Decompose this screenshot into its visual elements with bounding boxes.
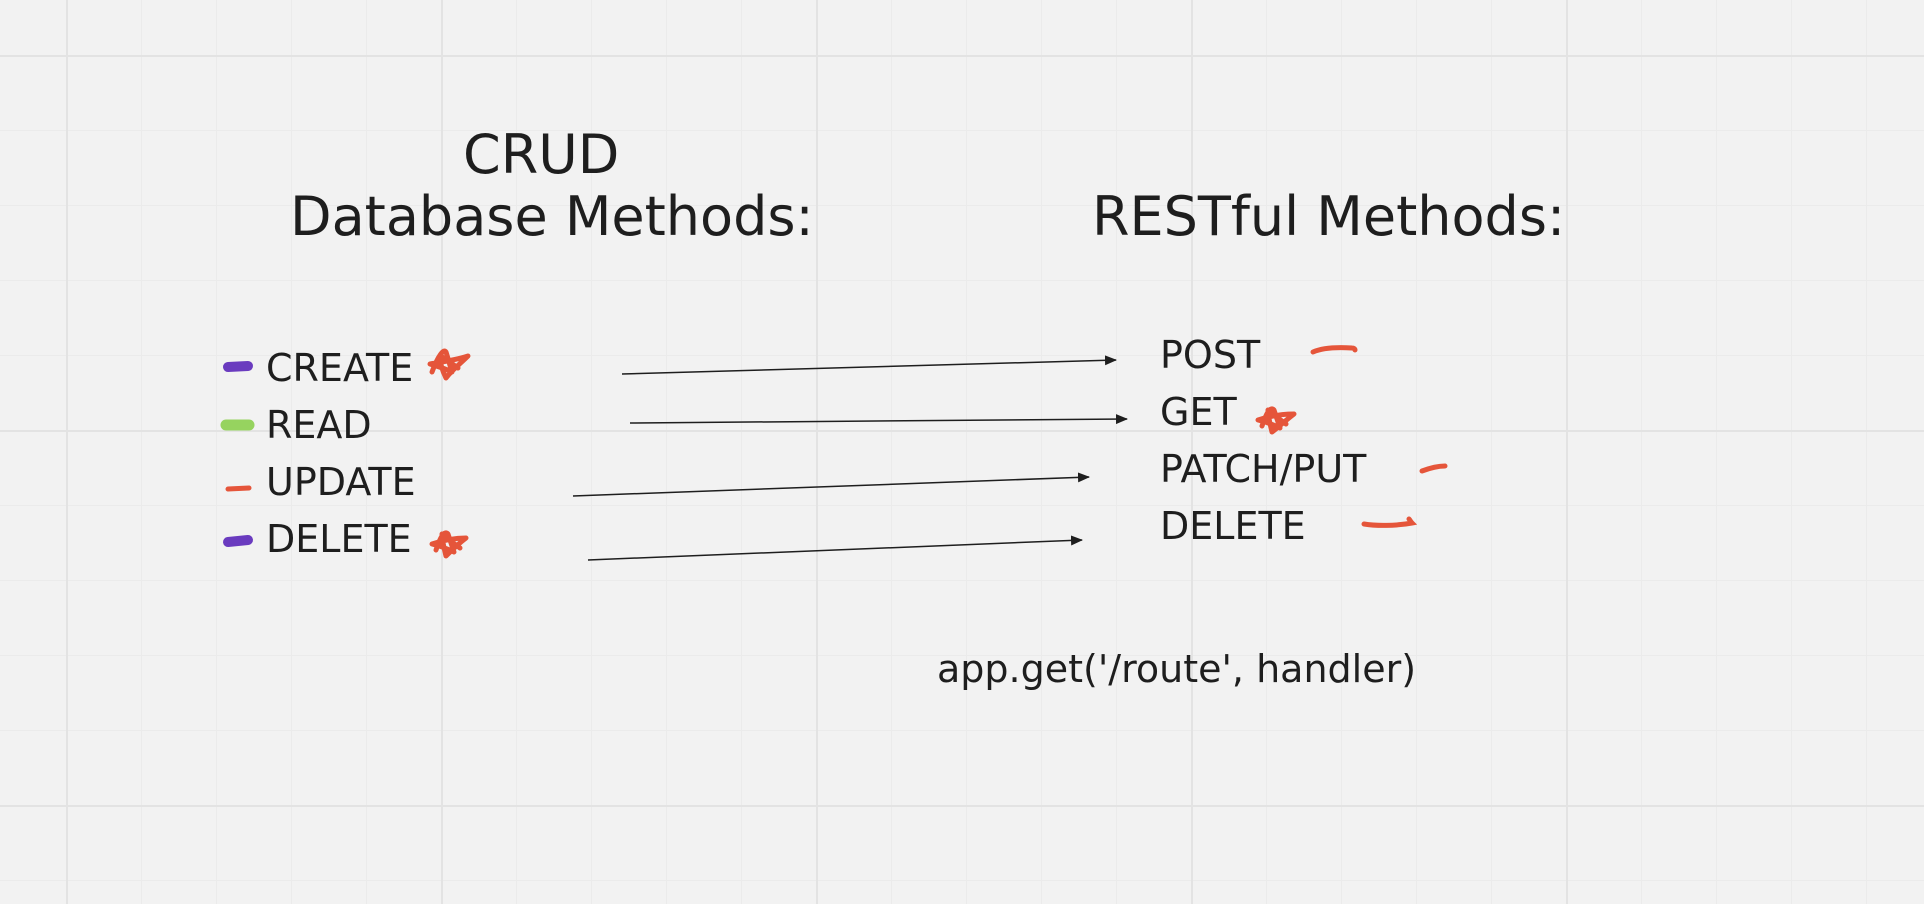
code-example: app.get('/route', handler) (937, 647, 1417, 691)
star-delete-icon (429, 530, 469, 559)
marker-create-purple (223, 361, 253, 372)
rest-item-patch-put: PATCH/PUT (1160, 447, 1367, 491)
arrow-update-to-patch (572, 472, 1090, 497)
arrow-read-to-get (629, 414, 1128, 425)
rest-item-post: POST (1160, 333, 1261, 377)
crud-item-delete: DELETE (266, 517, 412, 561)
mark-delete-curve (1361, 516, 1418, 528)
crud-title: CRUD (463, 123, 620, 186)
mark-patch-dash (1419, 463, 1448, 474)
arrow-delete-to-delete (587, 535, 1083, 561)
marker-delete-purple (223, 535, 253, 547)
star-create-icon (427, 348, 471, 381)
marker-update-red (225, 485, 252, 492)
crud-item-create: CREATE (266, 346, 414, 390)
mark-post-dash (1310, 345, 1358, 355)
arrow-create-to-post (621, 355, 1117, 375)
rest-item-delete: DELETE (1160, 504, 1306, 548)
crud-item-update: UPDATE (266, 460, 416, 504)
rest-item-get: GET (1160, 390, 1237, 434)
crud-item-read: READ (266, 403, 372, 447)
star-get-icon (1255, 406, 1297, 435)
restful-title: RESTful Methods: (1092, 185, 1566, 248)
crud-subtitle: Database Methods: (290, 185, 814, 248)
